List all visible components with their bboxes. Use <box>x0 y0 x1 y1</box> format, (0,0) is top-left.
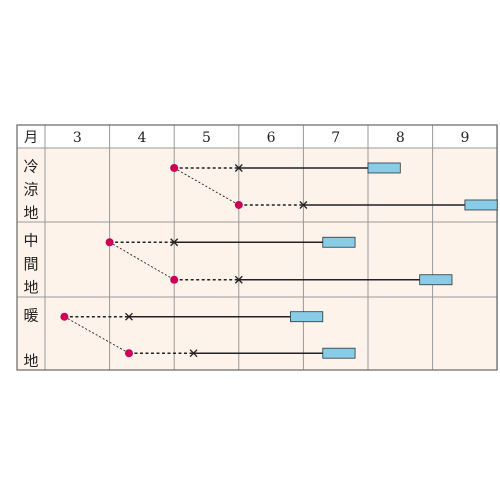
month-header-8: 8 <box>396 130 405 146</box>
region-label-char: 地 <box>23 279 38 297</box>
harvest-bar <box>322 347 356 359</box>
region-label-char: 涼 <box>23 181 38 199</box>
sowing-marker <box>124 349 133 358</box>
region-label-char: 暖 <box>23 306 38 324</box>
sowing-connector-line <box>109 241 175 281</box>
chart-body-background <box>17 125 497 370</box>
region-label-char: 地 <box>23 352 38 370</box>
sowing-connector-line <box>173 167 240 206</box>
region-label-char: 間 <box>23 255 38 273</box>
sowing-marker <box>105 238 114 247</box>
transplant-marker <box>125 312 133 321</box>
harvest-bar <box>367 162 401 174</box>
month-header-6: 6 <box>267 130 276 146</box>
region-label-char: 地 <box>23 204 38 222</box>
sowing-marker <box>170 163 179 172</box>
harvest-bar <box>419 274 453 286</box>
transplant-marker <box>299 201 308 209</box>
harvest-bar <box>290 311 324 323</box>
harvest-bar <box>464 199 498 211</box>
month-header-5: 5 <box>202 130 211 146</box>
header-background <box>17 125 497 148</box>
sowing-marker <box>170 275 179 284</box>
transplant-marker <box>189 349 198 358</box>
harvest-bar <box>322 236 356 248</box>
chart-border <box>16 124 498 371</box>
region-label-char: 冷 <box>23 158 38 176</box>
header-corner-label: 月 <box>24 130 38 146</box>
transplant-marker <box>170 238 179 247</box>
sowing-marker <box>60 312 69 321</box>
month-header-7: 7 <box>331 130 340 146</box>
sowing-connector-line <box>64 316 130 354</box>
transplant-marker <box>234 275 243 284</box>
region-label-char: 中 <box>23 232 38 250</box>
month-header-3: 3 <box>73 130 82 146</box>
sowing-marker <box>234 200 243 209</box>
month-header-9: 9 <box>460 130 469 146</box>
transplant-marker <box>234 164 243 172</box>
month-header-4: 4 <box>137 130 146 146</box>
